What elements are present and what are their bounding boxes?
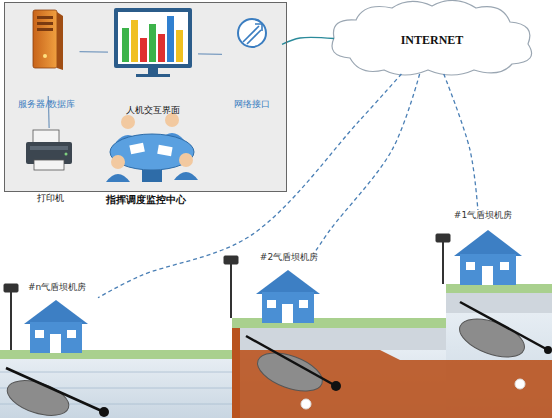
internet-cloud	[332, 0, 532, 75]
dam-section-1	[446, 284, 552, 418]
pump-house-node: #1气盾坝机房	[436, 210, 530, 288]
control-center-panel: 指挥调度监控中心服务器/数据库人机交互界面网络接口打印机	[4, 2, 287, 192]
printer-icon	[26, 130, 72, 170]
server-icon	[33, 10, 63, 70]
wireless-link	[98, 74, 401, 298]
network-cable	[282, 37, 334, 44]
network-node: 网络接口	[222, 14, 282, 96]
server-node: 服务器/数据库	[14, 6, 79, 96]
wireless-link	[444, 74, 478, 210]
wireless-link	[315, 74, 420, 252]
network-cable	[80, 51, 108, 53]
node-label: 网络接口	[233, 99, 271, 110]
monitor-icon	[114, 8, 192, 77]
pump-house-node: #2气盾坝机房	[248, 252, 330, 328]
panel-fill	[4, 2, 287, 192]
panel-title: 指挥调度监控中心	[105, 194, 187, 206]
monitor-node: 人机交互界面	[108, 4, 198, 102]
pump-house-icon	[24, 230, 522, 353]
meeting-illustration	[106, 113, 198, 182]
node-label: #n气盾坝机房	[27, 282, 87, 293]
pump-house-node: #n气盾坝机房	[16, 282, 98, 356]
network-port-icon	[238, 19, 266, 47]
network-cable	[198, 53, 222, 55]
internet-cloud-node: INTERNET	[334, 6, 530, 74]
dam-section-2	[232, 318, 446, 418]
dam-section-n	[0, 350, 232, 418]
printer-node: 打印机	[22, 128, 78, 190]
camera-pole	[4, 234, 450, 350]
node-label: 人机交互界面	[125, 105, 181, 116]
node-label: #2气盾坝机房	[259, 252, 319, 263]
node-label: 打印机	[36, 193, 65, 204]
node-label: INTERNET	[400, 33, 465, 47]
node-label: #1气盾坝机房	[453, 210, 513, 221]
node-label: 服务器/数据库	[17, 99, 76, 110]
